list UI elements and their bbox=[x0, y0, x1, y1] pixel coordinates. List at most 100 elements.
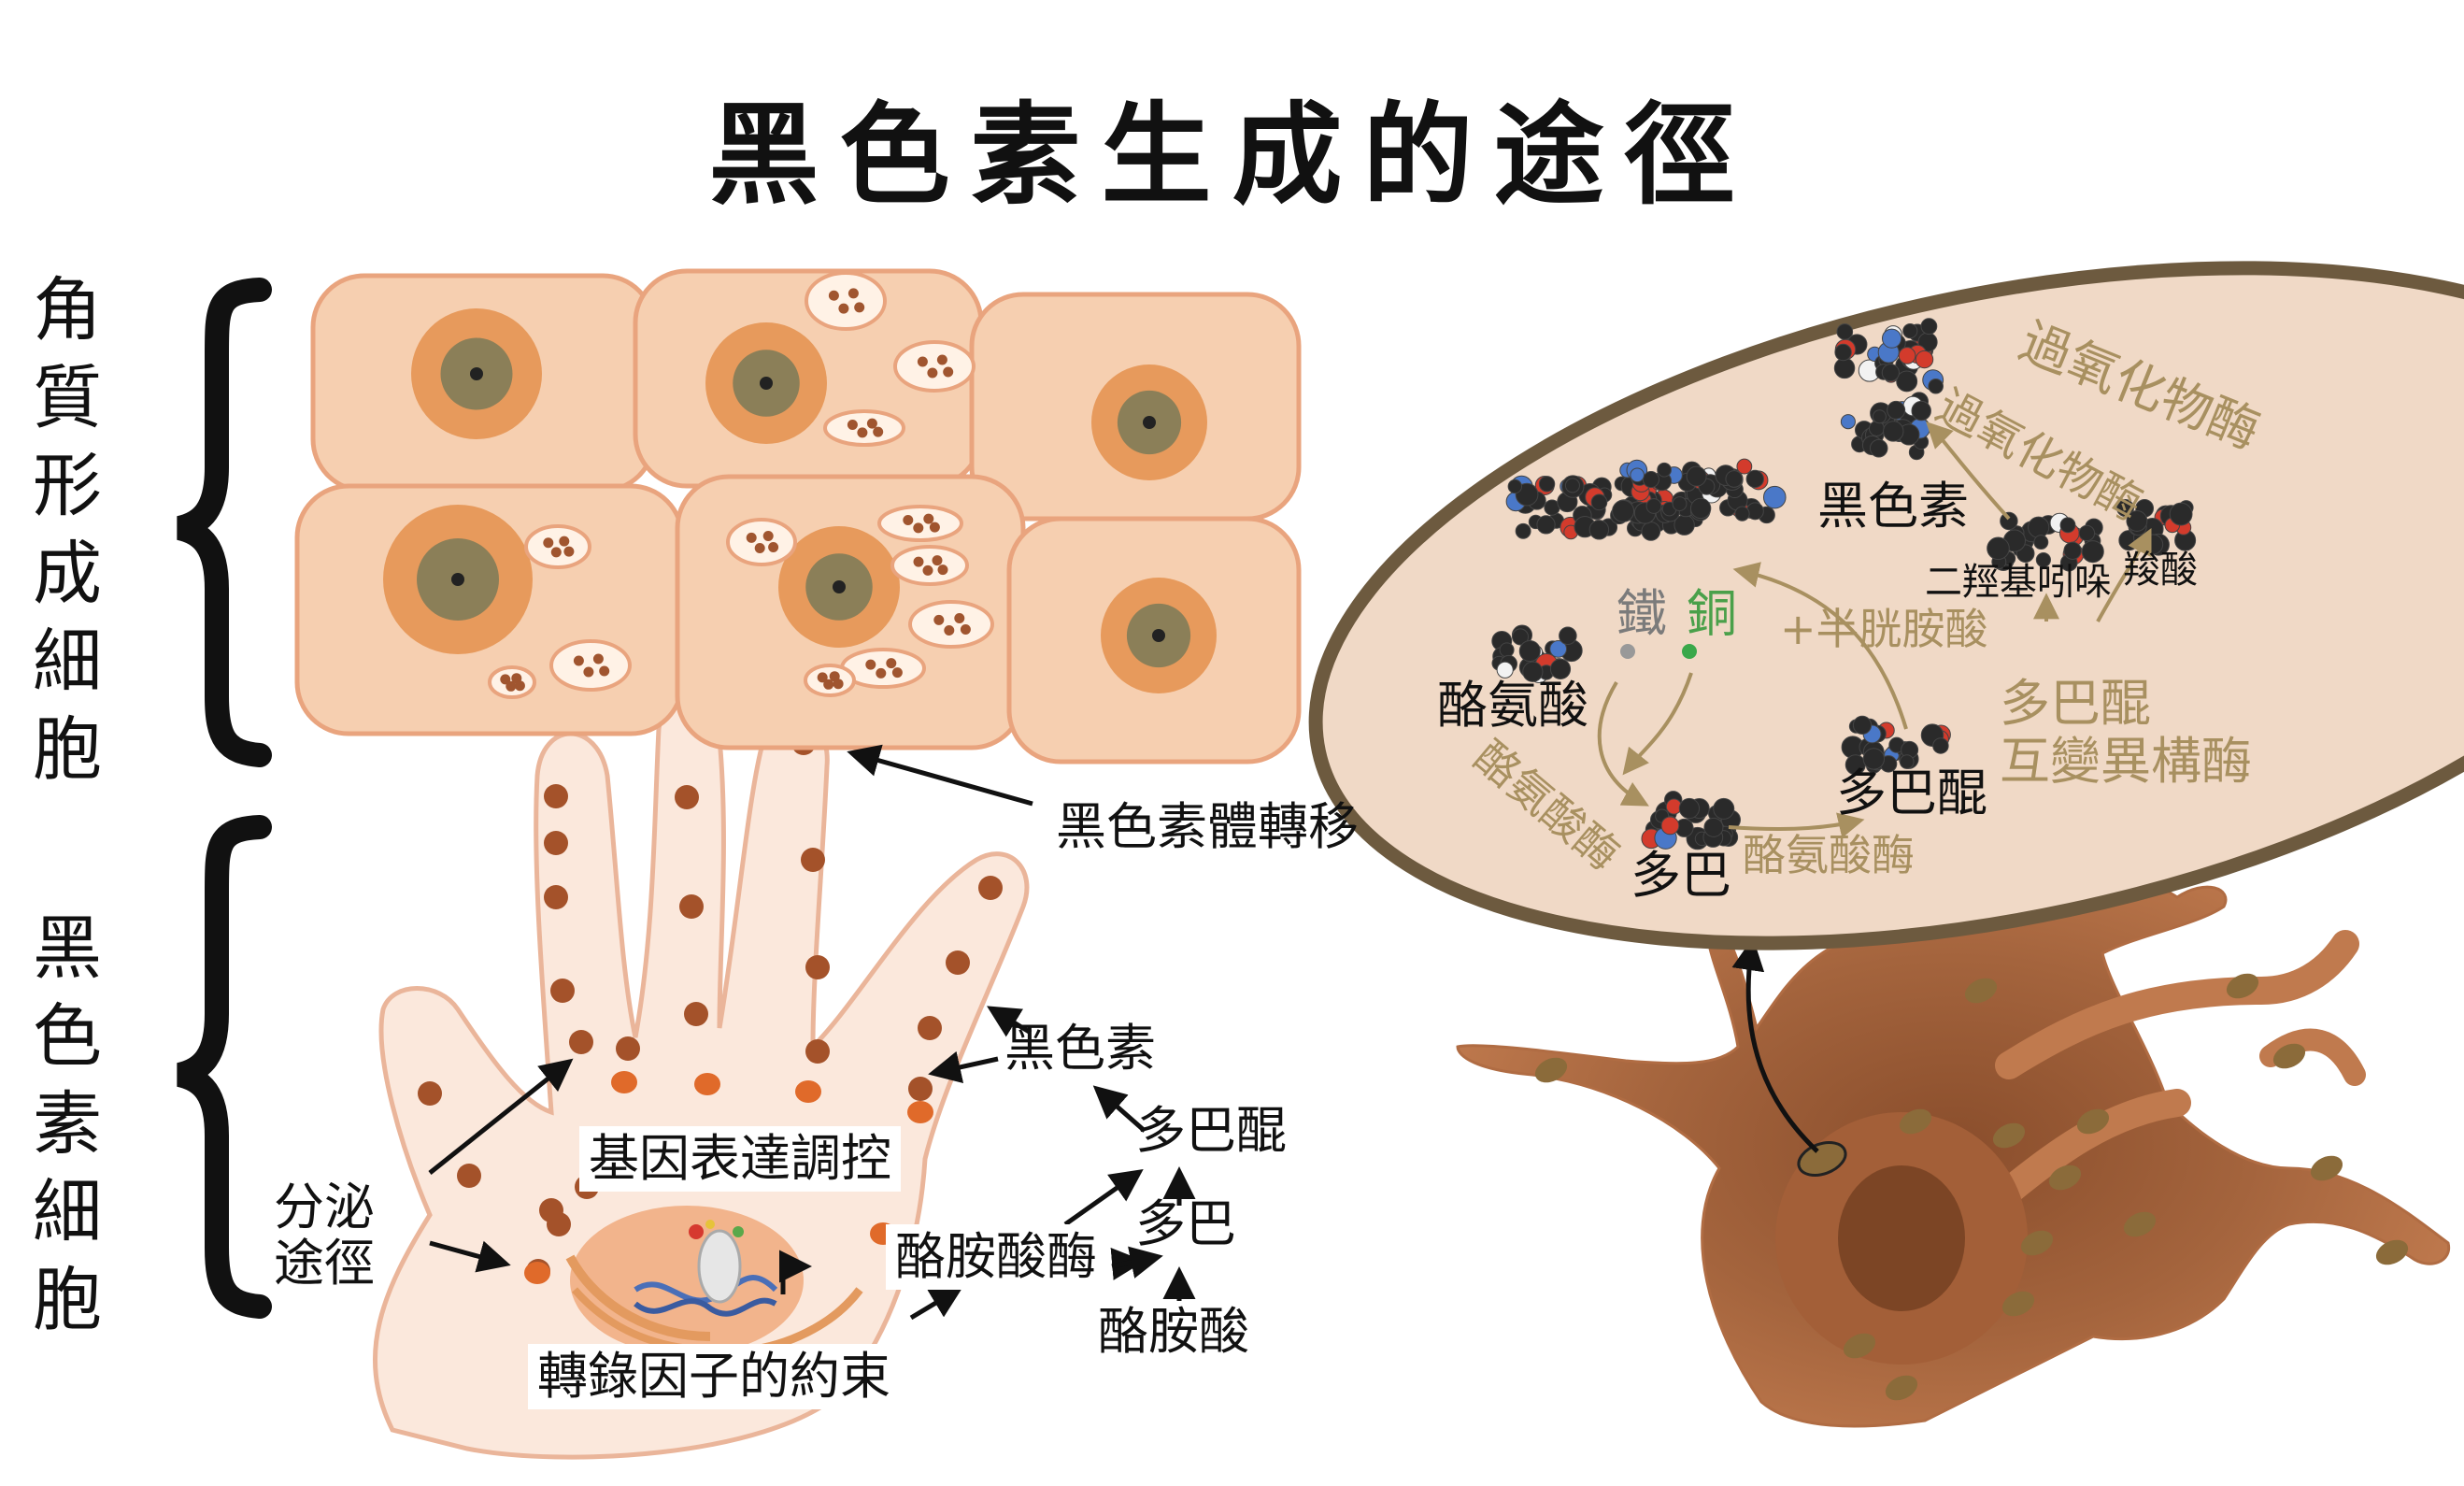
atom bbox=[1862, 748, 1886, 770]
atom bbox=[2035, 551, 2051, 568]
melanosome-granule bbox=[936, 354, 947, 365]
melanosome-granule bbox=[923, 513, 934, 524]
atom bbox=[1549, 658, 1572, 679]
melanosome-dot bbox=[679, 894, 704, 919]
atom bbox=[1911, 400, 1931, 422]
melanosome-granule bbox=[932, 555, 943, 566]
tyrosine-label-left: 酪胺酸 bbox=[1098, 1302, 1249, 1361]
dopaquinone-label-right: 多巴醌 bbox=[1836, 764, 1987, 822]
atom bbox=[1518, 640, 1541, 663]
melanin-label-left: 黑色素 bbox=[1004, 1019, 1156, 1078]
atom bbox=[1762, 485, 1787, 509]
cell-nucleolus bbox=[1143, 416, 1156, 429]
melanosome-granule bbox=[543, 537, 554, 549]
atom bbox=[1887, 400, 1906, 420]
melanosome-granule bbox=[886, 658, 897, 669]
melanosome-granule bbox=[927, 367, 938, 379]
atom bbox=[1645, 498, 1662, 514]
dhi-label: 二羥基吲哚 bbox=[1925, 561, 2112, 604]
melanosome-dot bbox=[675, 785, 699, 809]
pathway-arrows bbox=[1597, 422, 2152, 838]
atom bbox=[1515, 522, 1531, 539]
cell-nucleolus bbox=[1152, 629, 1165, 642]
iron-label: 鐵 bbox=[1617, 584, 1667, 643]
atom bbox=[1588, 520, 1610, 540]
molecule-models bbox=[1491, 318, 2197, 850]
atom bbox=[1686, 465, 1707, 487]
melanosome-granule bbox=[954, 613, 965, 624]
melanosome-granule bbox=[876, 667, 887, 679]
melanosome-granule bbox=[891, 667, 903, 679]
atom bbox=[1872, 409, 1887, 424]
melanosome-granule bbox=[514, 680, 525, 692]
melanosome-granule bbox=[937, 564, 948, 576]
atom bbox=[1689, 497, 1712, 520]
melanosome-granule bbox=[873, 426, 884, 437]
melanosome-granule bbox=[592, 653, 604, 664]
iron-dot bbox=[1620, 644, 1635, 659]
melanosome-dot bbox=[946, 950, 970, 975]
atom bbox=[2063, 541, 2082, 560]
melanocyte-brace bbox=[176, 815, 272, 1319]
atom bbox=[1612, 499, 1635, 522]
atom bbox=[1745, 469, 1764, 489]
melanosome-dots bbox=[418, 731, 1003, 1284]
atom bbox=[2059, 517, 2076, 534]
dendrite-melanosome bbox=[2310, 1155, 2343, 1181]
atom bbox=[1899, 754, 1915, 769]
melanosome-dot bbox=[805, 955, 830, 979]
melanosome-granule bbox=[857, 427, 868, 438]
dendrite-melanosome bbox=[2226, 973, 2259, 999]
melanosome-dot bbox=[908, 1077, 933, 1101]
secretion-label-line1: 分泌 bbox=[274, 1178, 375, 1236]
atom bbox=[1657, 462, 1672, 478]
dendrite-melanosome bbox=[1899, 1108, 1932, 1135]
dendrite-melanosomes bbox=[1534, 973, 2409, 1401]
atom bbox=[1703, 817, 1724, 837]
melanosome-cluster bbox=[908, 600, 994, 649]
atom bbox=[1672, 496, 1688, 511]
tautomerase-label-line1: 多巴醌 bbox=[2000, 674, 2151, 733]
cysteine-label: +半胱胺酸 bbox=[1780, 604, 1988, 654]
melanosome-granule bbox=[754, 542, 765, 553]
melanosome-granule bbox=[865, 659, 876, 670]
melanosome-dot bbox=[801, 848, 825, 872]
melanosome-granule bbox=[917, 356, 928, 367]
melanosome-granule bbox=[854, 302, 865, 313]
atom bbox=[1725, 470, 1744, 488]
diagram-title: 黑色素生成的途徑 bbox=[708, 91, 1756, 220]
melanosome-granule bbox=[768, 542, 779, 553]
atom bbox=[1564, 478, 1580, 493]
atom bbox=[1630, 467, 1645, 483]
atom bbox=[1896, 370, 1918, 393]
melanin-label-right: 黑色素 bbox=[1817, 477, 1969, 536]
cell-nucleolus bbox=[470, 367, 483, 380]
atom bbox=[1915, 350, 1934, 369]
melanosome-granule bbox=[583, 666, 594, 678]
atom bbox=[2000, 511, 2018, 531]
atom bbox=[2115, 499, 2134, 518]
melanosome-granule bbox=[933, 614, 945, 625]
melanosome-granule bbox=[833, 679, 844, 690]
melanosome-granule bbox=[913, 522, 924, 534]
pigment-dot bbox=[795, 1080, 821, 1103]
atom bbox=[1496, 661, 1514, 679]
melanosome-granule bbox=[550, 547, 562, 558]
dendritic-melanocyte bbox=[1456, 802, 2451, 1428]
atom bbox=[1852, 715, 1873, 735]
pigment-dot bbox=[611, 1071, 637, 1093]
left-arrows bbox=[428, 744, 1196, 1321]
tautomerase-label-line2: 互變異構酶 bbox=[2000, 732, 2252, 791]
dendrite-melanosome bbox=[2272, 1043, 2306, 1069]
secretion-label-line2: 途徑 bbox=[274, 1234, 375, 1293]
gene-regulation-label: 基因表達調控 bbox=[579, 1126, 901, 1192]
cell-nucleolus bbox=[833, 580, 846, 593]
dendrite-melanosome bbox=[2076, 1108, 2110, 1135]
atom bbox=[1834, 343, 1852, 362]
melanosome-dot bbox=[544, 831, 568, 855]
melanosome-granule bbox=[913, 556, 924, 567]
atom bbox=[1869, 438, 1888, 458]
atom bbox=[1538, 476, 1556, 493]
melanosome-cluster bbox=[726, 518, 797, 566]
